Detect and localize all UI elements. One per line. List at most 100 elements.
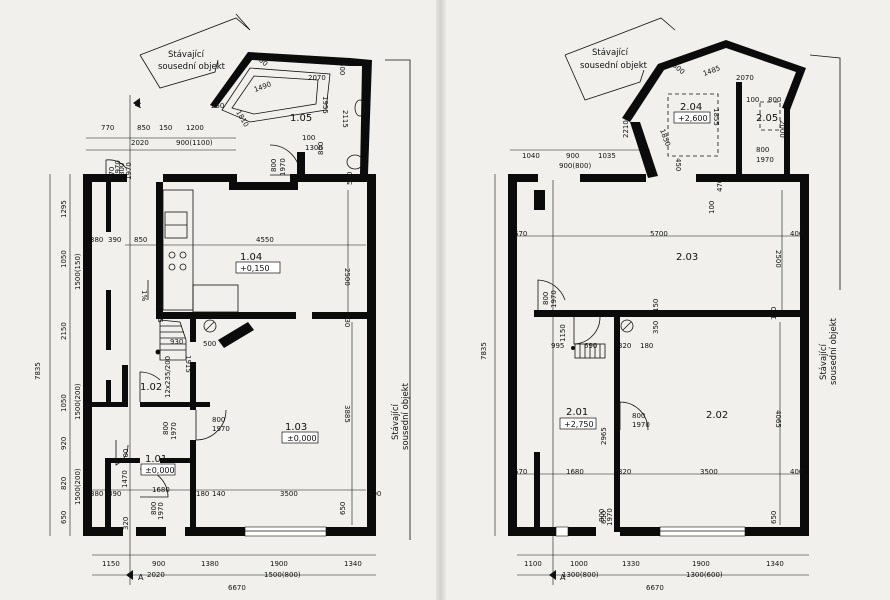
ground-floor-plan: Stávající sousední objekt — [34, 13, 411, 592]
door2-b-w: 800 — [632, 412, 645, 420]
dim2-top-1035: 1035 — [598, 152, 616, 160]
dim2-400: 400 — [790, 230, 803, 238]
neighbor2-right-line2: sousední objekt — [829, 317, 839, 385]
room-id-205: 2.05 — [756, 113, 778, 124]
room-level-103: ±0,000 — [287, 434, 317, 443]
section-marker-a: A A — [126, 98, 144, 582]
dim-330: 330 — [343, 314, 351, 327]
dim-390: 390 — [108, 236, 121, 244]
dim-slope: 1% — [140, 290, 148, 301]
dim2-320b: 320 — [618, 468, 631, 476]
door-102-w: 800 — [162, 422, 170, 435]
neighbor-building-top-2: Stávající sousední objekt — [564, 17, 676, 101]
room-labels-ground: 1.05 1.04 +0,150 1.03 ±0,000 1.02 1.01 ±… — [140, 113, 319, 476]
dim-left-650: 650 — [60, 511, 68, 524]
neighbor2-label-line2: sousední objekt — [580, 61, 648, 71]
dim2-bath-2070: 2070 — [736, 74, 754, 82]
dim-850: 850 — [134, 236, 147, 244]
dim2-bottom-1300-800: 1300(800) — [562, 571, 599, 579]
dim-1915: 1915 — [184, 355, 192, 373]
dim2-150: 150 — [652, 299, 660, 312]
dim2-350: 350 — [652, 321, 660, 334]
door-105-h: 1970 — [279, 158, 287, 176]
door2-d-w: 800 — [598, 509, 606, 522]
dim-bottom-1900: 1900 — [270, 560, 288, 568]
dim-bath-250: 250 — [211, 102, 224, 110]
dim-total-width: 6670 — [228, 584, 246, 592]
door2-a-w: 800 — [542, 292, 550, 305]
room-id-104: 1.04 — [240, 252, 262, 263]
room-id-201: 2.01 — [566, 407, 588, 418]
dim-texts-ground: 770 850 150 1200 2020 900(1100) 1150 900… — [34, 53, 381, 592]
dim-bottom-2020: 2020 — [147, 571, 165, 579]
neighbor-label-line2: sousední objekt — [158, 62, 226, 72]
door-103-h: 1970 — [212, 425, 230, 433]
dimension-lines-2 — [494, 149, 809, 585]
dim-left-820: 820 — [60, 477, 68, 490]
door-105-w: 800 — [270, 159, 278, 172]
dim2-bath-1855: 1855 — [712, 108, 720, 126]
walls — [83, 52, 376, 537]
room-level-101: ±0,000 — [145, 466, 175, 475]
dim-5745: 5745 — [156, 305, 164, 323]
door2-c-h: 1970 — [756, 156, 774, 164]
door2-a-h: 1970 — [550, 290, 558, 308]
dim-bath-800: 800 — [317, 142, 325, 155]
dim2-bottom-1340: 1340 — [766, 560, 784, 568]
dim-320: 320 — [122, 517, 130, 530]
dim-bath-1955: 1955 — [321, 96, 329, 114]
dim-bath-570: 570 — [346, 172, 354, 185]
dim-left-1500-200: 1500(200) — [74, 383, 82, 420]
dim-bath-500b: 500 — [338, 62, 346, 75]
neighbor-building-right-2: Stávající sousední objekt — [809, 54, 841, 385]
dim-380: 380 — [90, 236, 103, 244]
room-id-102: 1.02 — [140, 382, 162, 393]
neighbor-right-line1: Stávající — [391, 403, 401, 440]
dim-3885: 3885 — [343, 405, 351, 423]
dim2-690: 690 — [584, 342, 597, 350]
dim2-bottom-1900: 1900 — [692, 560, 710, 568]
door-101-h: 1970 — [157, 502, 165, 520]
dim-2500: 2500 — [343, 268, 351, 286]
dim-top-150: 150 — [159, 124, 172, 132]
room-id-204: 2.04 — [680, 102, 702, 113]
dim2-total-width: 6670 — [646, 584, 664, 592]
dim-bath-1490: 1490 — [253, 80, 272, 94]
dim-bottom-1340: 1340 — [344, 560, 362, 568]
dim-380b: 380 — [90, 490, 103, 498]
dim-total-depth: 7835 — [34, 362, 42, 380]
kitchen-fittings — [162, 189, 239, 333]
dim-3500: 3500 — [280, 490, 298, 498]
dim-bath-1300: 1300 — [305, 144, 323, 152]
dim-4550: 4550 — [256, 236, 274, 244]
dim2-bath-1850: 1850 — [658, 128, 672, 147]
neighbor2-right-line1: Stávající — [819, 343, 829, 380]
walls-2 — [508, 40, 809, 537]
room-level-204: +2,600 — [678, 114, 708, 123]
room-id-105: 1.05 — [290, 113, 312, 124]
dim2-top-900: 900 — [566, 152, 579, 160]
staircase — [147, 280, 187, 361]
room-id-203: 2.03 — [676, 252, 698, 263]
section-marker-a-2: A — [549, 570, 566, 582]
bathroom-fittings — [221, 67, 366, 170]
dim2-5700: 5700 — [650, 230, 668, 238]
door-swings — [105, 144, 301, 498]
dim-bath-2115: 2115 — [341, 110, 349, 128]
dim-bottom-1500-800: 1500(800) — [264, 571, 301, 579]
neighbor-label-line1: Stávající — [168, 50, 205, 60]
dim2-180: 180 — [640, 342, 653, 350]
dim2-1150: 1150 — [559, 324, 567, 342]
room-level-104: +0,150 — [240, 264, 270, 273]
dim-200: 200 — [122, 449, 130, 462]
room-id-101: 1.01 — [145, 454, 167, 465]
dim-bath-2070: 2070 — [308, 74, 326, 82]
dim-stairs: 12x235/200 — [164, 356, 172, 398]
door-103-w: 800 — [212, 416, 225, 424]
door-102-h: 1970 — [170, 422, 178, 440]
dim2-bottom-1100: 1100 — [524, 560, 542, 568]
door-entry-770: 770 — [108, 167, 116, 180]
section-a-bottom: A — [138, 573, 144, 582]
neighbor-right-line2: sousední objekt — [401, 382, 411, 450]
